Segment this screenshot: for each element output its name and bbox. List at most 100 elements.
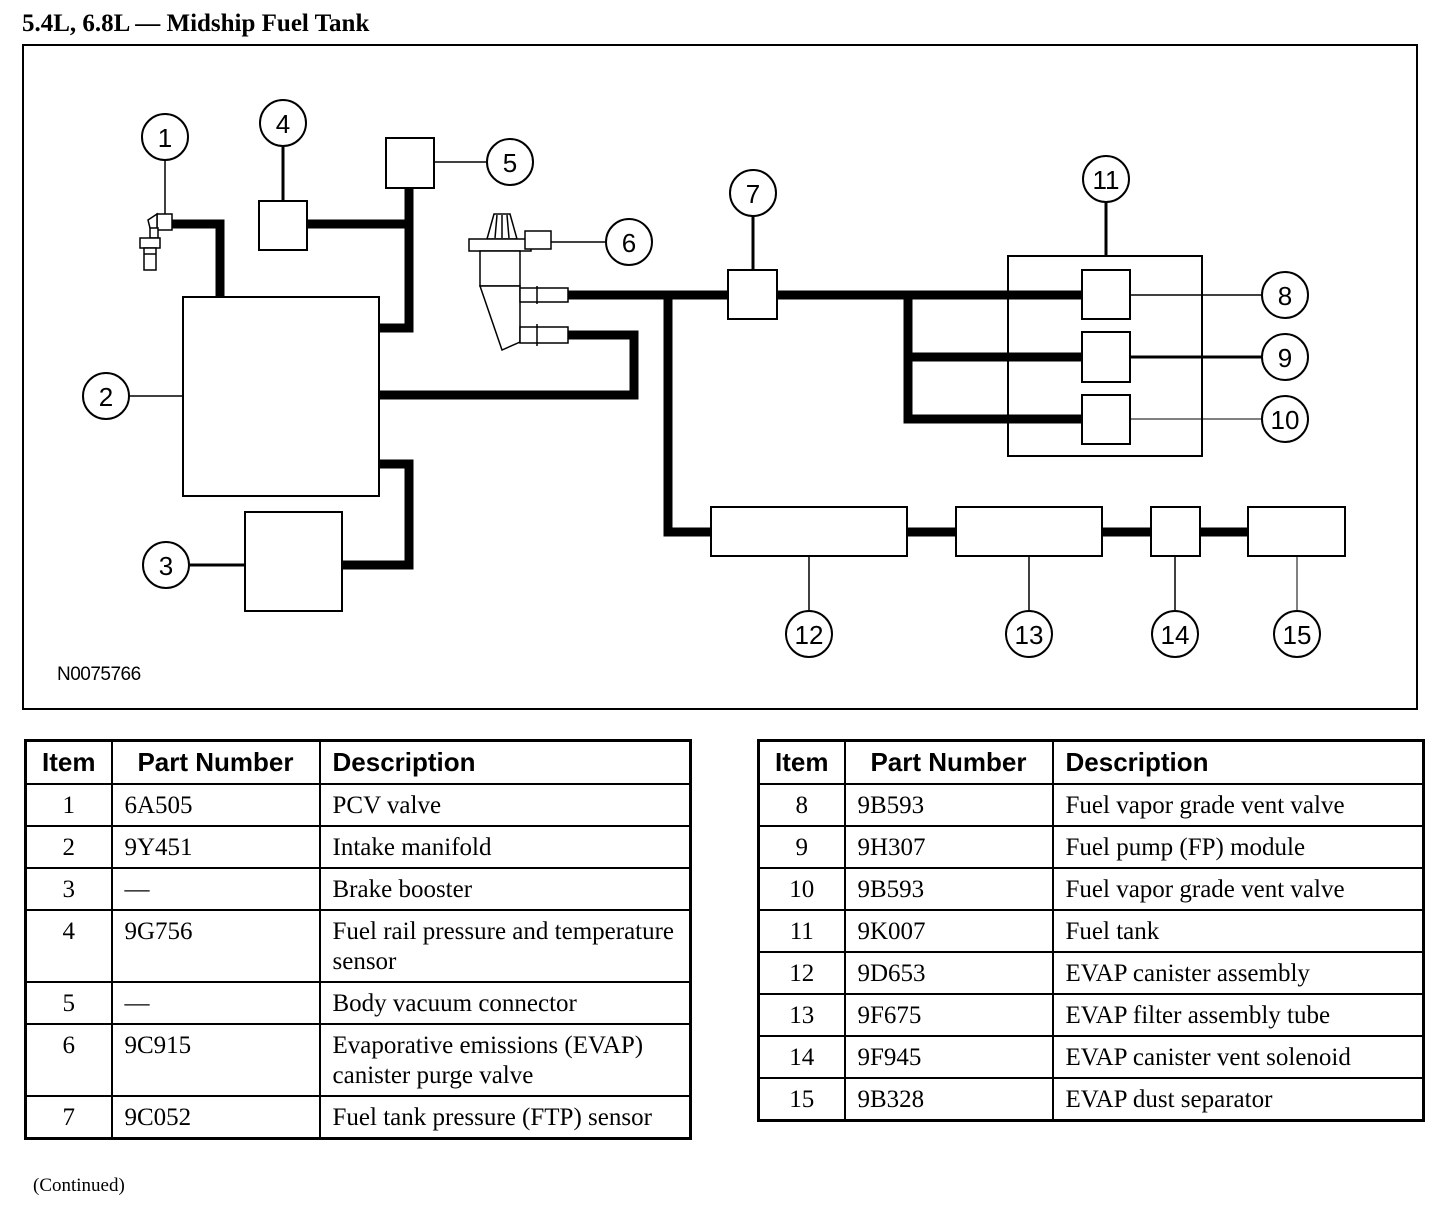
part-number-cell: 9C915 [110,1023,321,1097]
callout-number: 14 [1161,620,1190,650]
description-cell: EVAP filter assembly tube [1051,993,1425,1037]
vent-valve-8-box [1081,269,1131,320]
dust-separator-box [1247,506,1346,557]
description-cell: Fuel vapor grade vent valve [1051,867,1425,911]
part-number-cell: 9Y451 [110,825,321,869]
part-number-cell: — [110,867,321,911]
item-cell: 10 [757,867,846,911]
callout-10: 10 [1261,395,1309,443]
item-cell: 2 [24,825,113,869]
item-cell: 6 [24,1023,113,1097]
callout-circle [141,113,189,161]
description-cell: Fuel vapor grade vent valve [1051,783,1425,827]
item-cell: 5 [24,981,113,1025]
header-part-number: Part Number [843,739,1054,785]
body-vacuum-connector-box [385,137,435,189]
callout-circle [1082,155,1130,203]
callout-number: 7 [746,179,760,209]
part-number-cell: 9K007 [843,909,1054,953]
callout-number: 9 [1278,343,1292,373]
callout-number: 6 [622,228,636,258]
item-cell: 14 [757,1035,846,1079]
fuel-rail-sensor-box [258,200,308,251]
callout-circle [142,541,190,589]
part-number-cell: 9D653 [843,951,1054,995]
part-number-cell: 9H307 [843,825,1054,869]
header-item: Item [24,739,113,785]
part-number-cell: 9G756 [110,909,321,983]
callout-circle [1151,610,1199,658]
callout-number: 5 [503,148,517,178]
item-cell: 7 [24,1095,113,1140]
item-cell: 12 [757,951,846,995]
hose-manifold-to-brake [342,459,414,570]
callout-4: 4 [259,99,307,147]
description-cell: Evaporative emissions (EVAP) canister pu… [318,1023,692,1097]
callout-number: 2 [99,382,113,412]
part-number-cell: 9F945 [843,1035,1054,1079]
description-cell: EVAP dust separator [1051,1077,1425,1122]
hose-branch-vent9 [903,295,1082,424]
description-cell: Fuel rail pressure and temperature senso… [318,909,692,983]
callout-circle [785,610,833,658]
ftp-sensor-box [727,269,778,320]
item-cell: 11 [757,909,846,953]
table-row: 3—Brake booster [24,867,692,911]
callout-number: 3 [159,551,173,581]
callout-13: 13 [1005,610,1053,658]
header-part-number: Part Number [110,739,321,785]
components [182,137,1346,612]
part-number-cell: — [110,981,321,1025]
item-cell: 3 [24,867,113,911]
figure-id: N0075766 [57,664,141,685]
part-number-cell: 9B593 [843,783,1054,827]
callout-3: 3 [142,541,190,589]
hoses [172,188,1249,570]
callout-circle [1273,610,1321,658]
hose-manifold-to-connector [379,224,414,333]
part-number-cell: 6A505 [110,783,321,827]
callout-1: 1 [141,113,189,161]
hose-manifold-to-purge [379,330,639,400]
description-cell: PCV valve [318,783,692,827]
leader-lines [129,147,1298,611]
callout-7: 7 [729,169,777,217]
table-header-row: Item Part Number Description [24,739,692,785]
intake-manifold-box [182,296,380,497]
part-number-cell: 9C052 [110,1095,321,1140]
callout-circle [605,218,653,266]
callout-number: 8 [1278,281,1292,311]
description-cell: Fuel tank pressure (FTP) sensor [318,1095,692,1140]
callout-circle [82,372,130,420]
vent-valve-10-box [1081,394,1131,445]
item-cell: 13 [757,993,846,1037]
description-cell: Body vacuum connector [318,981,692,1025]
item-cell: 1 [24,783,113,827]
page-title: 5.4L, 6.8L — Midship Fuel Tank [22,10,370,37]
evap-canister-box [710,506,908,557]
callout-number: 10 [1271,405,1300,435]
description-cell: Intake manifold [318,825,692,869]
item-cell: 9 [757,825,846,869]
callout-number: 1 [158,123,172,153]
item-cell: 4 [24,909,113,983]
callout-circle [259,99,307,147]
callout-15: 15 [1273,610,1321,658]
hose-pcv-to-manifold [172,219,225,298]
callout-number: 11 [1093,165,1120,195]
description-cell: Fuel tank [1051,909,1425,953]
fuel-pump-module-box [1081,331,1131,383]
callout-11: 11 [1082,155,1130,203]
callout-14: 14 [1151,610,1199,658]
table-header-row: Item Part Number Description [757,739,1425,785]
